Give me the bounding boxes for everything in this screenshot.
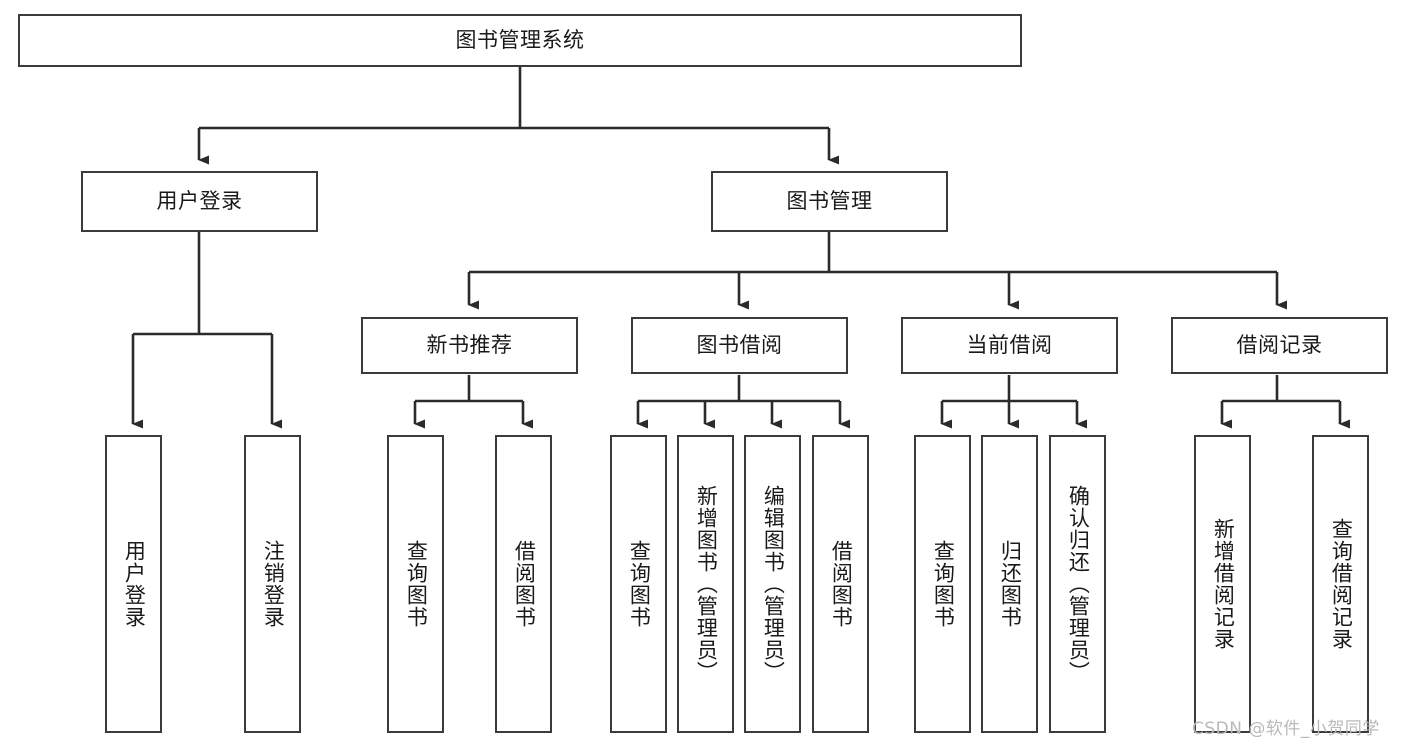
node-leaf-borrow-book-1-label: 借阅图书: [512, 540, 537, 628]
node-leaf-edit-book-admin-label: 编辑图书（管理员）: [761, 485, 786, 683]
node-book-management[interactable]: 图书管理: [711, 171, 948, 232]
node-leaf-edit-book-admin[interactable]: 编辑图书（管理员）: [744, 435, 801, 733]
node-new-book-recommend[interactable]: 新书推荐: [361, 317, 578, 374]
node-leaf-add-book-admin[interactable]: 新增图书（管理员）: [677, 435, 734, 733]
node-leaf-query-book-2[interactable]: 查询图书: [610, 435, 667, 733]
node-leaf-add-book-admin-label: 新增图书（管理员）: [694, 485, 719, 683]
node-current-borrow-label: 当前借阅: [966, 332, 1053, 357]
node-new-book-recommend-label: 新书推荐: [426, 332, 513, 357]
node-leaf-confirm-return-admin[interactable]: 确认归还（管理员）: [1049, 435, 1106, 733]
node-leaf-add-borrow-record[interactable]: 新增借阅记录: [1194, 435, 1251, 733]
node-root-label: 图书管理系统: [455, 27, 585, 52]
csdn-watermark: CSDN @软件_小贺同学: [1192, 719, 1380, 739]
node-leaf-query-book-1-label: 查询图书: [404, 540, 429, 628]
node-leaf-borrow-book-2[interactable]: 借阅图书: [812, 435, 869, 733]
node-leaf-return-book-label: 归还图书: [998, 540, 1023, 628]
node-leaf-query-book-2-label: 查询图书: [627, 540, 652, 628]
node-leaf-user-login[interactable]: 用户登录: [105, 435, 162, 733]
node-user-login-label: 用户登录: [156, 188, 243, 213]
node-leaf-query-book-1[interactable]: 查询图书: [387, 435, 444, 733]
node-leaf-add-borrow-record-label: 新增借阅记录: [1211, 518, 1236, 650]
node-leaf-borrow-book-1[interactable]: 借阅图书: [495, 435, 552, 733]
node-leaf-borrow-book-2-label: 借阅图书: [829, 540, 854, 628]
node-leaf-logout[interactable]: 注销登录: [244, 435, 301, 733]
node-borrow-records-label: 借阅记录: [1236, 332, 1323, 357]
node-leaf-return-book[interactable]: 归还图书: [981, 435, 1038, 733]
node-leaf-query-borrow-record-label: 查询借阅记录: [1329, 518, 1354, 650]
node-leaf-query-borrow-record[interactable]: 查询借阅记录: [1312, 435, 1369, 733]
node-book-borrow-label: 图书借阅: [696, 332, 783, 357]
node-leaf-query-book-3[interactable]: 查询图书: [914, 435, 971, 733]
node-leaf-confirm-return-admin-label: 确认归还（管理员）: [1066, 485, 1091, 683]
node-book-management-label: 图书管理: [786, 188, 873, 213]
node-leaf-query-book-3-label: 查询图书: [931, 540, 956, 628]
node-leaf-logout-label: 注销登录: [261, 540, 286, 628]
node-leaf-user-login-label: 用户登录: [122, 540, 147, 628]
node-root[interactable]: 图书管理系统: [18, 14, 1022, 67]
node-borrow-records[interactable]: 借阅记录: [1171, 317, 1388, 374]
node-book-borrow[interactable]: 图书借阅: [631, 317, 848, 374]
node-user-login[interactable]: 用户登录: [81, 171, 318, 232]
node-current-borrow[interactable]: 当前借阅: [901, 317, 1118, 374]
